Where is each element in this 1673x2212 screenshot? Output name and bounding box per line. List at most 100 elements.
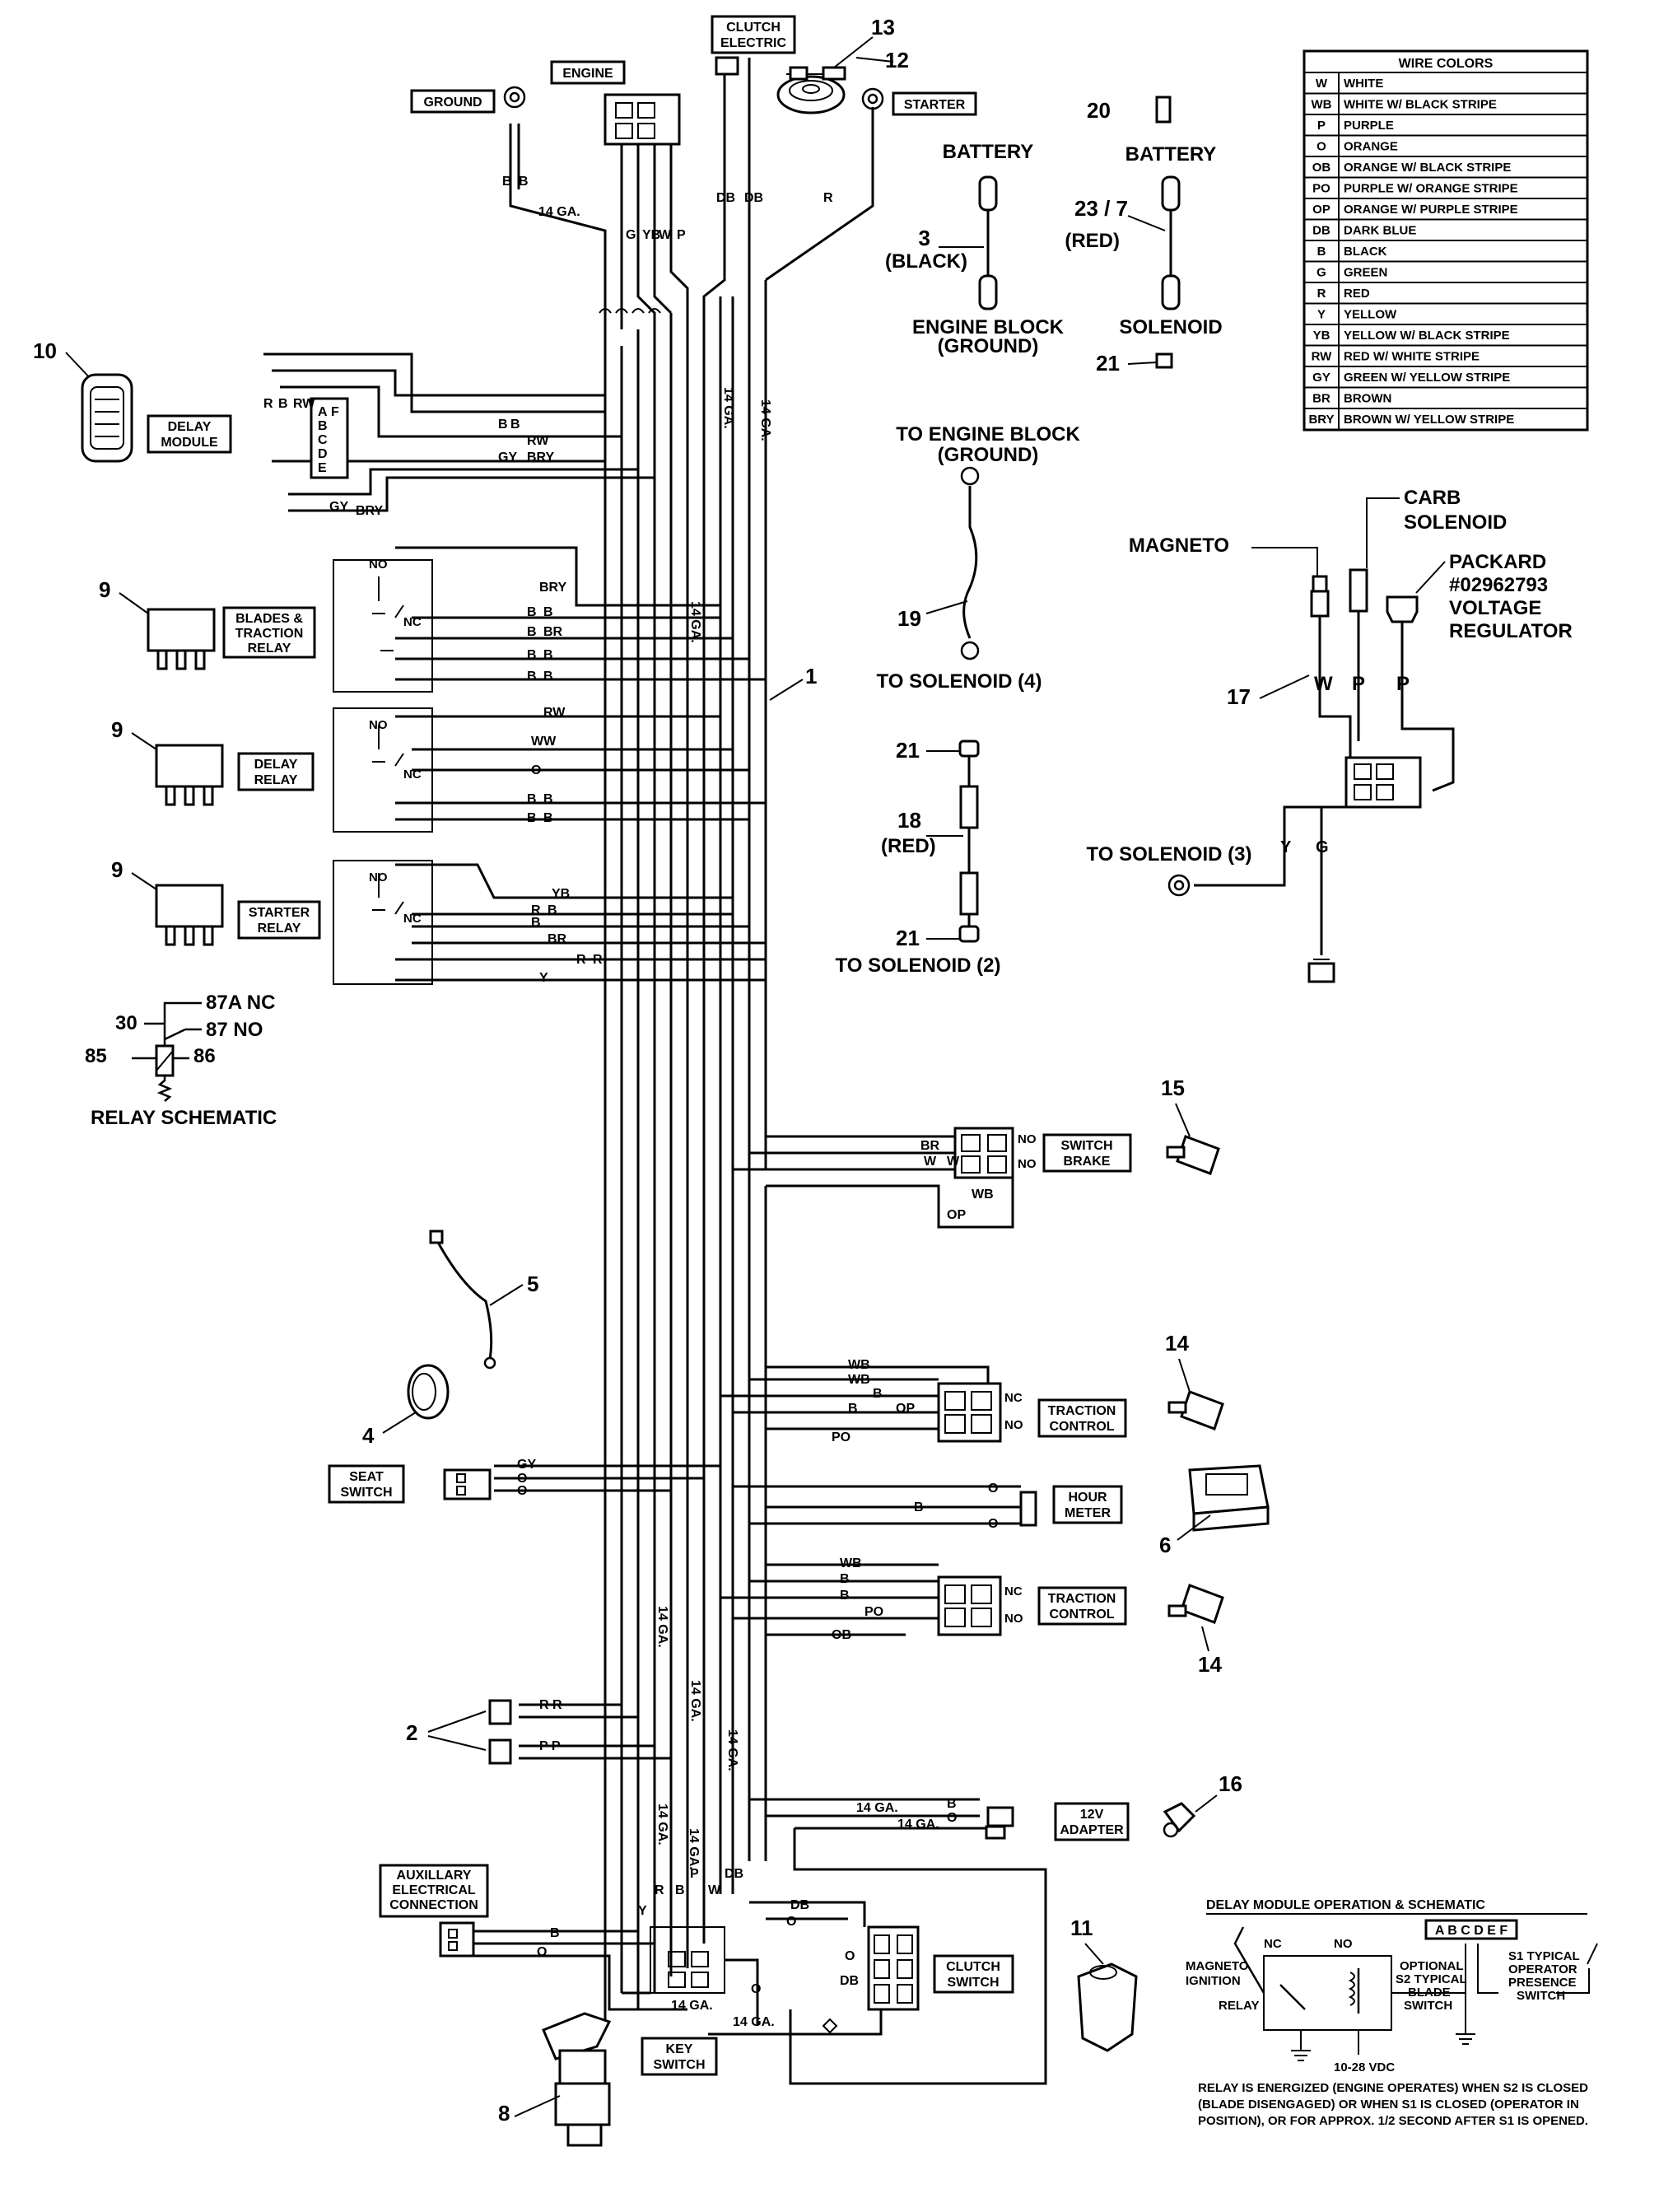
- diagram-label: POSITION), OR FOR APPROX. 1/2 SECOND AFT…: [1198, 2114, 1588, 2128]
- diagram-label: S2 TYPICAL: [1396, 1972, 1467, 1986]
- diagram-label: W: [947, 1155, 960, 1169]
- diagram-label: 14 GA.: [687, 1828, 701, 1870]
- diagram-label: 14 GA.: [721, 387, 735, 429]
- diagram-label: MAGNETO: [1129, 534, 1229, 557]
- delay-module-10: 10 DELAY MODULE RW B R GY BRY B B RW BRY…: [33, 338, 555, 518]
- diagram-label: 14: [1198, 1652, 1222, 1677]
- engine-label: ENGINE: [562, 67, 613, 81]
- diagram-label: AUXILLARY: [397, 1869, 472, 1883]
- diagram-label: BR: [548, 932, 567, 946]
- diagram-label: P: [1396, 673, 1410, 695]
- diagram-label: B: [498, 418, 508, 432]
- diagram-label: DELAY: [168, 420, 212, 434]
- diagram-label: 14 GA.: [538, 205, 580, 219]
- switch-brake: NO NO BR W W WB OP SWITCH BRAKE 15: [920, 1076, 1220, 1222]
- diagram-label: GY: [498, 450, 517, 464]
- diagram-label: 3: [919, 226, 930, 250]
- diagram-label: WB: [972, 1188, 994, 1202]
- connectors-2: 2 R R P P: [406, 1698, 562, 1765]
- engine-connector: ENGINE G YB W P: [550, 60, 686, 242]
- diagram-label: 10: [33, 338, 57, 363]
- cable-18: 21 18 (RED) 21 TO SOLENOID (2): [836, 738, 1001, 977]
- diagram-label: VOLTAGE: [1449, 597, 1541, 619]
- diagram-label: O: [751, 1982, 761, 1996]
- diagram-label: R: [593, 953, 603, 967]
- diagram-label: G: [626, 228, 636, 242]
- svg-text:C: C: [318, 433, 328, 447]
- diagram-label: B: [840, 1572, 850, 1586]
- diagram-label: NO: [1018, 1132, 1037, 1146]
- diagram-label: RW: [527, 434, 549, 448]
- diagram-label: RW: [543, 706, 566, 720]
- diagram-label: 4: [362, 1423, 375, 1448]
- diagram-label: NO: [1018, 1157, 1037, 1171]
- ground-label-group: GROUND B B 14 GA.: [410, 86, 580, 219]
- diagram-label: BLADES &: [235, 612, 303, 626]
- wire-color-name: BROWN: [1344, 392, 1391, 406]
- diagram-label: W: [1314, 673, 1333, 695]
- diagram-label: NC: [403, 912, 422, 926]
- diagram-label: Y: [1280, 838, 1292, 856]
- diagram-label: B: [873, 1387, 883, 1401]
- diagram-label: B: [531, 916, 541, 930]
- callout-1: 1: [805, 664, 817, 688]
- wire-color-code: BR: [1312, 392, 1330, 406]
- diagram-label: 14 GA.: [733, 2015, 775, 2029]
- diagram-label: RELAY: [1219, 1999, 1259, 2013]
- diagram-label: ELECTRIC: [720, 36, 786, 50]
- diagram-label: BRAKE: [1064, 1155, 1111, 1169]
- diagram-label: (BLADE DISENGAGED) OR WHEN S1 IS CLOSED …: [1198, 2098, 1579, 2112]
- diagram-label: OB: [832, 1628, 851, 1642]
- wire-color-name: ORANGE W/ BLACK STRIPE: [1344, 161, 1511, 175]
- diagram-label: DELAY MODULE OPERATION & SCHEMATIC: [1206, 1898, 1485, 1912]
- diagram-label: YB: [642, 228, 660, 242]
- diagram-label: NO: [369, 870, 388, 884]
- top-wire-routes: [509, 58, 874, 395]
- svg-text:E: E: [318, 461, 327, 475]
- gauge-labels: 14 GA. 14 GA. 14 GA. 14 GA. 14 GA. 14 GA…: [655, 387, 939, 2029]
- diagram-label: OP: [947, 1208, 966, 1222]
- diagram-label: S1 TYPICAL: [1508, 1949, 1580, 1963]
- diagram-label: PO: [832, 1430, 850, 1444]
- diagram-label: B: [543, 811, 553, 825]
- traction-control-1: NC NO WB WB B B OP PO TRACTION CONTROL 1…: [832, 1331, 1224, 1444]
- diagram-label: B: [840, 1589, 850, 1603]
- diagram-label: 9: [99, 577, 110, 602]
- diagram-label: W: [659, 228, 672, 242]
- wire-color-code: PO: [1312, 182, 1330, 196]
- wire-color-name: PURPLE W/ ORANGE STRIPE: [1344, 182, 1518, 196]
- diagram-label: NO: [1334, 1937, 1353, 1951]
- diagram-label: SWITCH: [947, 1976, 999, 1990]
- diagram-label: SOLENOID: [1404, 511, 1507, 534]
- diagram-label: BR: [920, 1139, 940, 1153]
- diagram-label: NO: [369, 558, 388, 572]
- terminal-cover-20: 20: [1087, 96, 1172, 124]
- diagram-label: (RED): [881, 835, 936, 857]
- diagram-label: Y: [539, 971, 548, 985]
- diagram-label: SWITCH: [653, 2058, 705, 2072]
- diagram-label: 14 GA.: [688, 601, 702, 643]
- diagram-label: OPERATOR: [1508, 1962, 1577, 1976]
- diagram-label: TO ENGINE BLOCK: [896, 423, 1080, 446]
- diagram-label: RELAY IS ENERGIZED (ENGINE OPERATES) WHE…: [1198, 2081, 1588, 2095]
- diagram-label: P: [677, 228, 686, 242]
- diagram-label: CONNECTION: [389, 1898, 478, 1912]
- diagram-label: NC: [403, 768, 422, 782]
- diagram-label: 5: [527, 1272, 538, 1296]
- diagram-label: 17: [1227, 684, 1251, 709]
- diagram-label: NC: [1264, 1937, 1282, 1951]
- clutch-switch: DB O O DB CLUTCH SWITCH 11: [786, 1898, 1138, 2052]
- diagram-label: WB: [848, 1358, 870, 1372]
- diagram-label: O: [517, 1484, 527, 1498]
- diagram-label: B: [278, 397, 288, 411]
- wire-color-code: OB: [1312, 161, 1331, 175]
- diagram-label: B: [510, 418, 520, 432]
- diagram-label: DB: [716, 191, 735, 205]
- diagram-label: 12: [885, 48, 909, 72]
- diagram-label: 21: [896, 738, 920, 763]
- starter-relay: 9 STARTER RELAY NO NC YB R B B BR R R Y: [111, 857, 603, 985]
- diagram-label: B: [543, 670, 553, 684]
- diagram-label: DB: [744, 191, 763, 205]
- diagram-label: O: [517, 1472, 527, 1486]
- diagram-label: ELECTRICAL: [392, 1883, 476, 1897]
